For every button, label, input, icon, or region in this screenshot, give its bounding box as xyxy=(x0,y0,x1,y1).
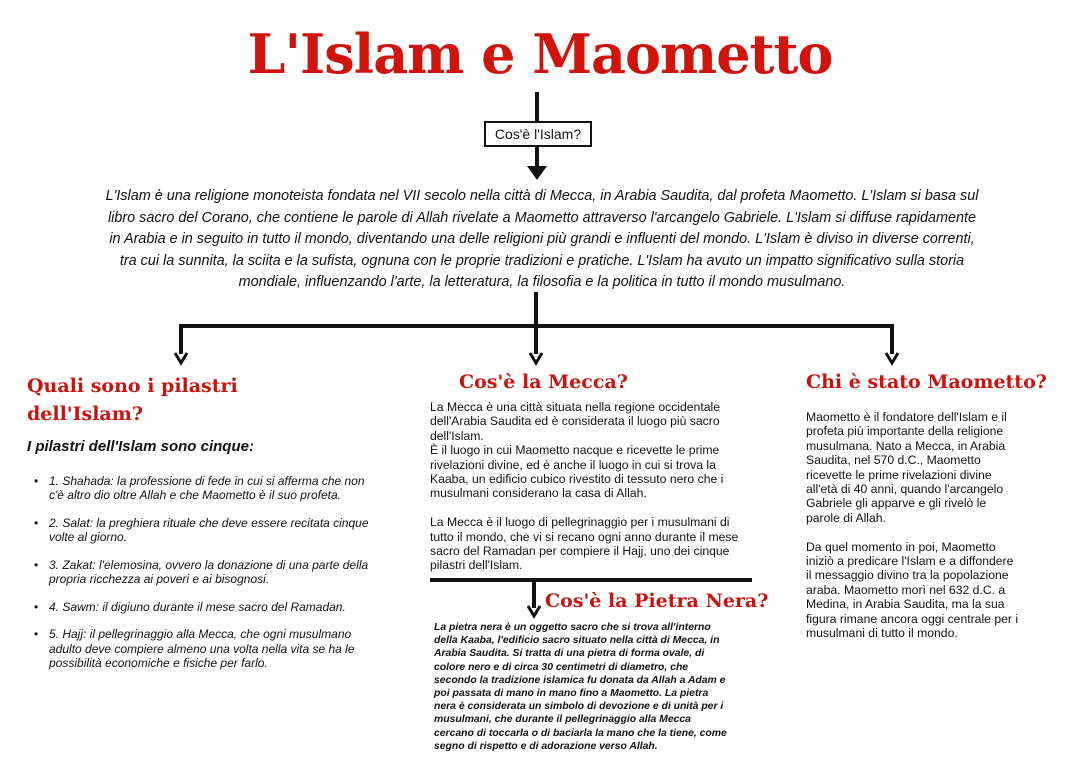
branch-center-stem xyxy=(534,324,538,354)
intro-paragraph: L'Islam è una religione monoteista fonda… xyxy=(72,186,1012,294)
pilastri-list: 1. Shahada: la professione di fede in cu… xyxy=(27,474,372,684)
list-item: 2. Salat: la preghiera rituale che deve … xyxy=(27,516,372,544)
mecca-text: La Mecca è una città situata nella regio… xyxy=(430,400,739,573)
question-box-islam: Cos'è l'Islam? xyxy=(484,121,592,147)
arrow-down-icon xyxy=(173,352,189,366)
connector-box-to-intro xyxy=(535,145,539,169)
pietra-text: La pietra nera è un oggetto sacro che si… xyxy=(434,622,727,752)
pietra-horizontal-line xyxy=(430,578,752,582)
mecca-heading: Cos'è la Mecca? xyxy=(459,371,628,393)
intro-line: tra cui la sunnita, la sciita e la sufis… xyxy=(119,252,965,269)
intro-line: libro sacro del Corano, che contiene le … xyxy=(107,209,977,226)
arrow-down-icon xyxy=(526,605,542,619)
connector-title-to-box xyxy=(535,92,539,122)
branch-left-stem xyxy=(179,324,183,354)
list-item: 4. Sawm: il digiuno durante il mese sacr… xyxy=(27,600,372,614)
intro-line: in Arabia e in seguito in tutto il mondo… xyxy=(109,231,975,248)
pilastri-heading: Quali sono i pilastri dell'Islam? xyxy=(27,375,238,425)
connector-intro-to-branch xyxy=(534,292,538,328)
list-item: 3. Zakat: l'elemosina, ovvero la donazio… xyxy=(27,558,372,586)
pietra-stem xyxy=(532,580,536,608)
pietra-heading: Cos'è la Pietra Nera? xyxy=(545,590,769,612)
arrow-down-icon xyxy=(528,352,544,366)
page-title: L'Islam e Maometto xyxy=(247,22,834,86)
maometto-heading: Chi è stato Maometto? xyxy=(806,371,1047,393)
arrow-down-icon xyxy=(884,352,900,366)
intro-line: mondiale, influenzando l'arte, la letter… xyxy=(238,274,846,291)
maometto-text: Maometto è il fondatore dell'Islam e il … xyxy=(806,410,1019,641)
list-item: 5. Hajj: il pellegrinaggio alla Mecca, c… xyxy=(27,627,372,670)
list-item: 1. Shahada: la professione di fede in cu… xyxy=(27,474,372,502)
pilastri-subtitle: I pilastri dell'Islam sono cinque: xyxy=(27,438,254,455)
arrow-down-icon xyxy=(527,166,547,180)
intro-line: L'Islam è una religione monoteista fonda… xyxy=(105,188,979,204)
branch-right-stem xyxy=(890,324,894,354)
